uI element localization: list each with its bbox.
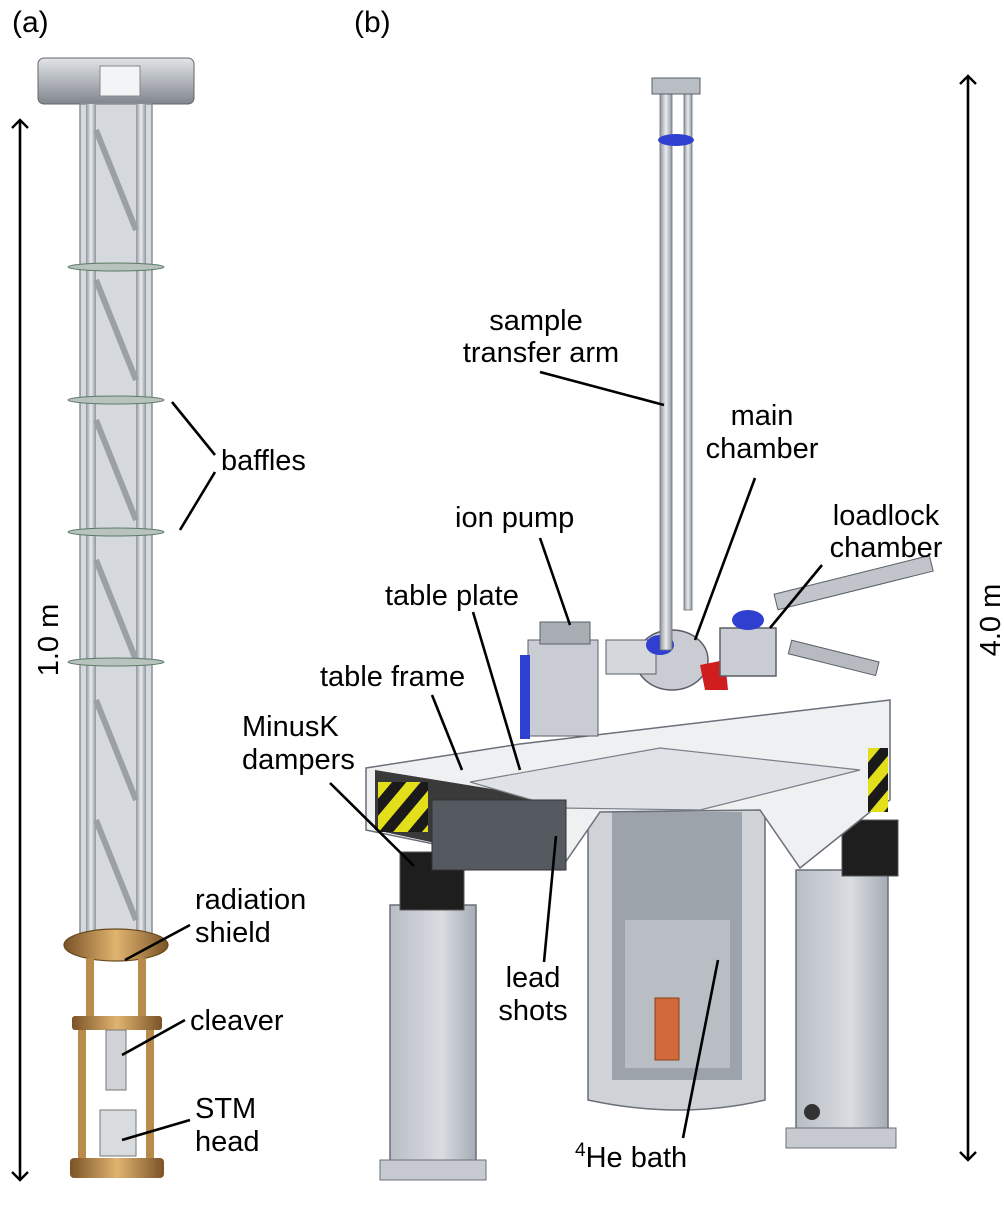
- leader-stm-head: [121, 1118, 191, 1142]
- label-he-bath-text: He bath: [586, 1142, 688, 1174]
- hazard-stripe-left: [378, 782, 428, 832]
- label-stm-head-1: STM: [195, 1093, 256, 1125]
- leader-table-plate: [471, 611, 522, 771]
- label-cleaver: cleaver: [190, 1005, 284, 1037]
- loadlock-chamber: [719, 627, 777, 677]
- label-he-bath: 4He bath: [575, 1140, 687, 1174]
- label-main-chamber-1: main: [731, 400, 794, 432]
- label-loadlock-chamber-1: loadlock: [833, 500, 940, 532]
- label-table-frame: table frame: [320, 661, 465, 693]
- label-stm-head-2: head: [195, 1126, 260, 1158]
- sample-transfer-rod: [659, 89, 673, 651]
- stm-head-body: [99, 1109, 137, 1157]
- label-sample-transfer-arm-2: transfer arm: [463, 337, 619, 369]
- leader-cleaver: [121, 1018, 186, 1057]
- radiation-shield-ring: [63, 928, 169, 962]
- label-loadlock-chamber-2: chamber: [830, 532, 943, 564]
- left-leg: [389, 904, 477, 1176]
- label-minusk-dampers-1: MinusK: [242, 711, 339, 743]
- leader-ion-pump: [538, 537, 572, 626]
- panel-label-a: (a): [12, 6, 49, 39]
- leader-main-chamber: [693, 477, 757, 641]
- lead-shots-box: [431, 799, 567, 871]
- label-sample-transfer-arm-1: sample: [489, 305, 583, 337]
- leader-lead-shots: [542, 835, 558, 963]
- baffle-disks: [67, 262, 165, 667]
- leader-baffles-upper: [170, 401, 217, 456]
- leader-transfer-arm: [539, 370, 665, 407]
- loadlock-manipulator: [773, 554, 934, 611]
- label-baffles: baffles: [221, 445, 306, 477]
- stm-system: [365, 77, 934, 1181]
- leader-baffles-lower: [178, 471, 217, 531]
- leader-lines: [121, 370, 824, 1142]
- leader-he-bath: [681, 959, 720, 1139]
- label-main-chamber-2: chamber: [706, 433, 819, 465]
- label-minusk-dampers-2: dampers: [242, 744, 355, 776]
- cleaver-cage: [72, 1016, 162, 1030]
- label-radiation-shield-2: shield: [195, 917, 271, 949]
- label-lead-shots-2: shots: [498, 995, 567, 1027]
- dimension-label-b: 4.0 m: [975, 584, 1004, 657]
- leader-minusk: [329, 782, 415, 867]
- stm-insert: [37, 57, 195, 1178]
- minusk-damper-right: [841, 819, 899, 877]
- leader-radiation-shield: [124, 923, 191, 962]
- leader-table-frame: [430, 694, 464, 771]
- ion-pump: [527, 639, 599, 737]
- label-radiation-shield-1: radiation: [195, 884, 306, 916]
- hazard-stripe-right: [868, 748, 888, 812]
- leader-loadlock: [768, 564, 824, 629]
- label-table-plate: table plate: [385, 580, 519, 612]
- panel-label-b: (b): [354, 6, 391, 39]
- bottom-plate: [70, 1158, 164, 1178]
- label-lead-shots-1: lead: [506, 962, 561, 994]
- dimension-label-a: 1.0 m: [33, 604, 65, 677]
- copper-stm: [654, 997, 680, 1061]
- right-leg: [795, 869, 889, 1131]
- label-ion-pump: ion pump: [455, 502, 574, 534]
- label-he-bath-superscript: 4: [575, 1140, 586, 1161]
